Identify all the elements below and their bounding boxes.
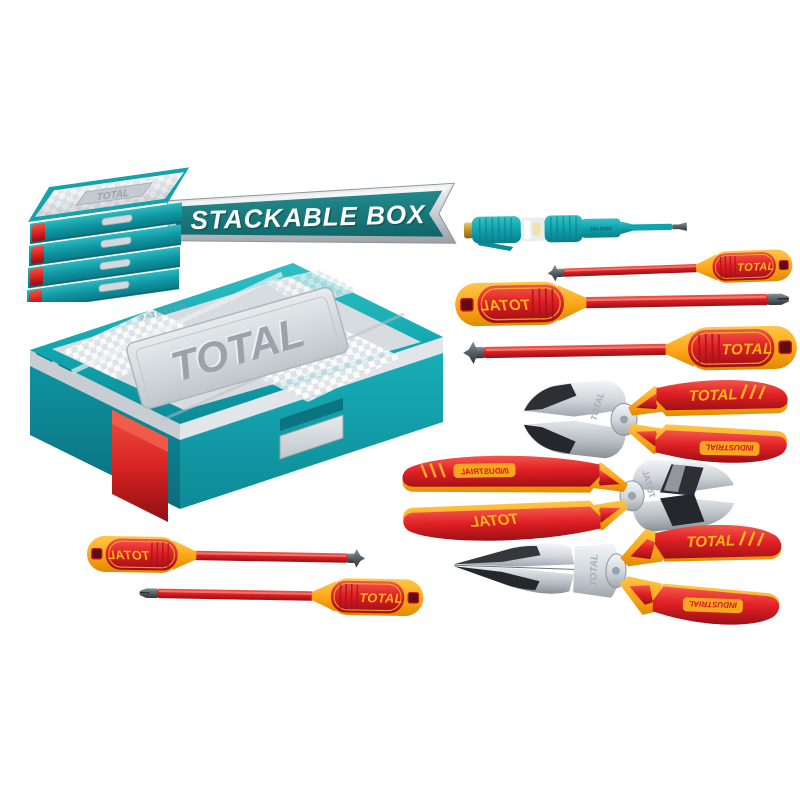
pliers-head: TOTAL (454, 543, 627, 598)
industrial-badge: INDUSTRIAL (699, 440, 760, 456)
stackable-box-banner: STACKABLE BOX STACKABLE BOX (167, 182, 457, 244)
front-latch (279, 414, 344, 460)
tester-cap (463, 222, 474, 239)
slotted-screwdriver-medium (138, 567, 426, 623)
drawer-latch (32, 223, 45, 242)
brand-logo: TOTAL (686, 532, 735, 551)
pliers-head: TOTAL (523, 380, 638, 459)
brand-logo: TOTAL (689, 386, 738, 405)
tester-shaft (631, 223, 673, 231)
diagonal-cutting-pliers: TOTAL TOTAL INDUSTRIAL (523, 380, 788, 463)
drawer-latch (30, 267, 43, 286)
stack-drawers (27, 202, 182, 302)
industrial-badge: INDUSTRIAL (682, 597, 743, 614)
voltage-tester: 100-500V (463, 215, 687, 252)
svg-text:INDUSTRIAL: INDUSTRIAL (688, 599, 737, 610)
stack-lid: TOTAL (28, 167, 189, 223)
stacked-toolboxes: TOTAL (27, 167, 189, 302)
banner-text-shadow: STACKABLE BOX (192, 200, 428, 236)
brand-logo: TOTAL (97, 188, 129, 203)
voltage-rating: 100-500V (590, 226, 613, 232)
drawer-latch (29, 289, 42, 302)
tester-tip (672, 222, 687, 231)
pliers-handles: TOTAL INDUSTRIAL (627, 380, 788, 463)
pliers-handles: TOTAL INDUSTRIAL (619, 524, 782, 625)
brand-logo: TOTAL (469, 511, 519, 531)
toolbox-lid: TOTAL TOTAL PATENTED (30, 263, 443, 424)
banner-text: STACKABLE BOX (190, 199, 426, 235)
industrial-badge: INDUSTRIAL (453, 462, 516, 478)
engraved-brand: TOTAL (588, 554, 600, 587)
handle-slot (280, 398, 343, 431)
open-toolbox: TOTAL TOTAL PATENTED (30, 263, 443, 522)
drawer-latch (31, 245, 44, 264)
svg-text:INDUSTRIAL: INDUSTRIAL (705, 442, 754, 452)
long-nose-pliers: TOTAL TOTAL INDUSTRIAL (454, 524, 782, 625)
combination-pliers: TOTAL INDUSTRIAL TOTAL (402, 455, 735, 541)
pliers-handles: INDUSTRIAL TOTAL (402, 455, 629, 541)
svg-text:INDUSTRIAL: INDUSTRIAL (460, 467, 509, 477)
